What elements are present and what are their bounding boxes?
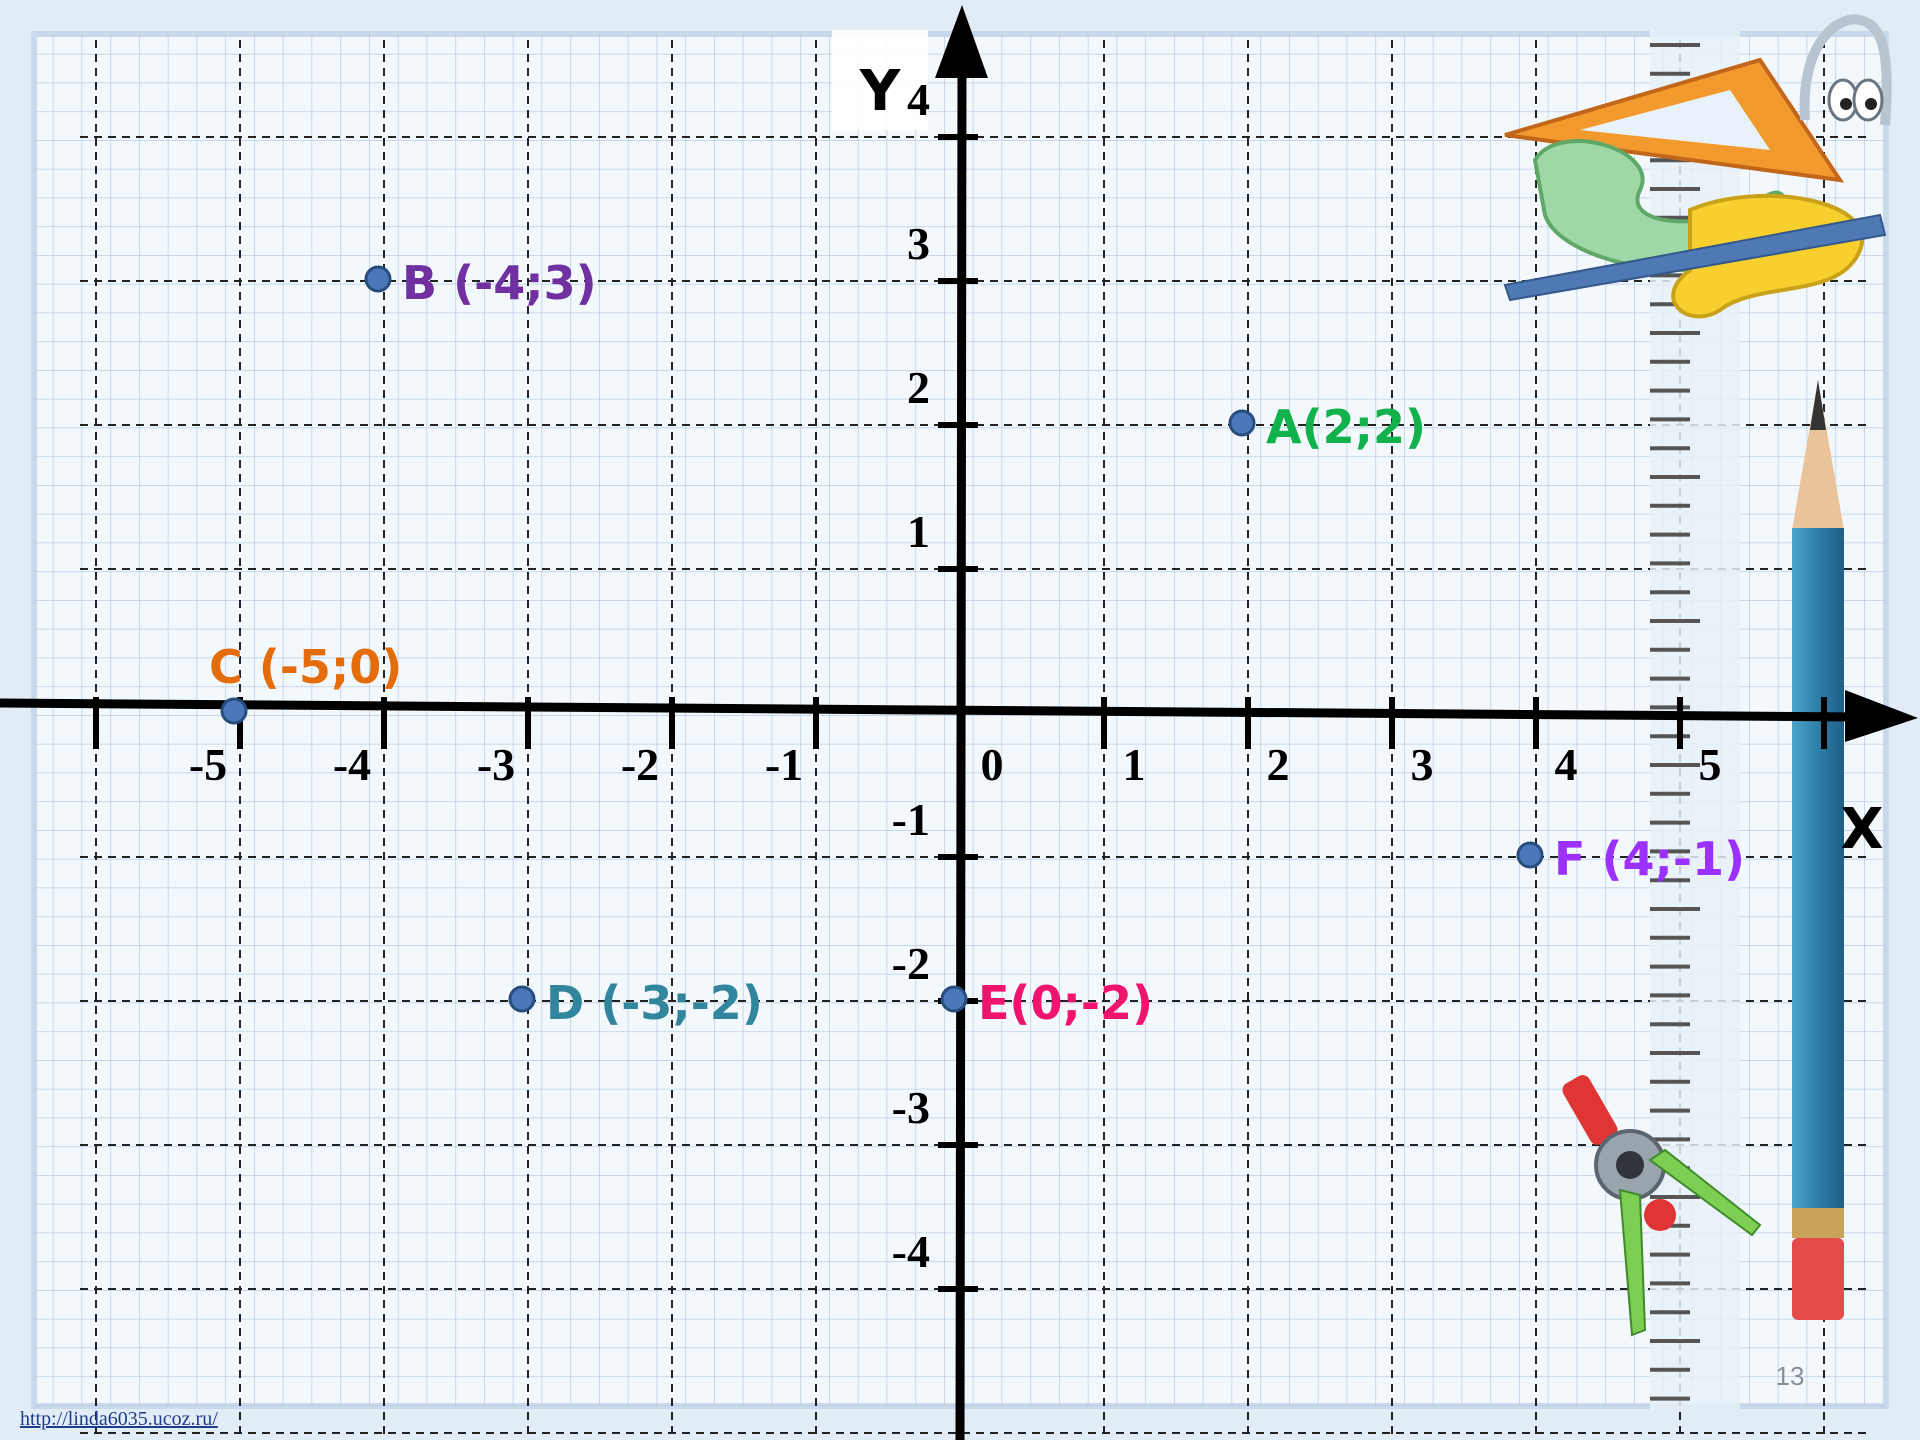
pencil-icon	[1792, 380, 1844, 1320]
y-tick-label: -3	[892, 1082, 930, 1133]
point-marker	[220, 697, 248, 725]
point-marker	[1516, 841, 1544, 869]
y-tick-label: 3	[907, 218, 930, 269]
x-tick-label: -1	[765, 739, 803, 790]
point-label: B (-4;3)	[402, 256, 597, 310]
x-tick-label: -2	[621, 739, 659, 790]
cartoon-face-icon	[1799, 14, 1892, 126]
french-curve-icon	[1503, 139, 1887, 319]
y-tick-label: -2	[892, 938, 930, 989]
x-tick-label: 2	[1267, 739, 1290, 790]
page-number: 13	[1776, 1361, 1805, 1391]
x-tick-label: 4	[1555, 739, 1578, 790]
point-label: A(2;2)	[1266, 400, 1426, 454]
x-axis-line	[0, 698, 1861, 722]
compass-icon	[1562, 1075, 1762, 1337]
x-tick-label: -5	[189, 739, 227, 790]
source-link[interactable]: http://linda6035.ucoz.ru/	[20, 1408, 218, 1430]
point-marker	[508, 985, 536, 1013]
y-axis-arrow	[935, 5, 988, 78]
x-tick-label: 0	[981, 739, 1004, 790]
y-tick-label: -4	[892, 1226, 930, 1277]
x-tick-labels: -5 -4 -3 -2 -1 0 1 2 3 4 5	[189, 739, 1722, 790]
y-axis-label-box	[832, 30, 928, 130]
y-tick-label: 4	[907, 74, 930, 125]
axes	[0, 5, 1918, 1440]
points-layer: A(2;2) B (-4;3) C (-5;0) D (-3;-2) E(0;-2) F …	[209, 256, 1745, 1030]
x-tick-label: -3	[477, 739, 515, 790]
point-marker	[1228, 409, 1256, 437]
point-marker	[940, 985, 968, 1013]
point-marker	[364, 265, 392, 293]
x-tick-label: -4	[333, 739, 371, 790]
y-axis-line	[955, 69, 967, 1440]
y-axis-label: Y	[859, 59, 902, 124]
y-tick-label: 1	[907, 506, 930, 557]
y-tick-label: -1	[892, 794, 930, 845]
x-tick-label: 1	[1123, 739, 1146, 790]
y-tick-labels: -4 -3 -2 -1 1 2 3 4	[892, 74, 930, 1277]
x-tick-label: 5	[1699, 739, 1722, 790]
point-label: E(0;-2)	[978, 976, 1153, 1030]
point-label: D (-3;-2)	[546, 976, 763, 1030]
x-axis-arrow	[1845, 690, 1918, 742]
y-tick-label: 2	[907, 362, 930, 413]
point-label: F (4;-1)	[1554, 832, 1745, 886]
x-tick-label: 3	[1411, 739, 1434, 790]
point-label: C (-5;0)	[209, 640, 402, 694]
x-axis-label: X	[1840, 797, 1883, 862]
